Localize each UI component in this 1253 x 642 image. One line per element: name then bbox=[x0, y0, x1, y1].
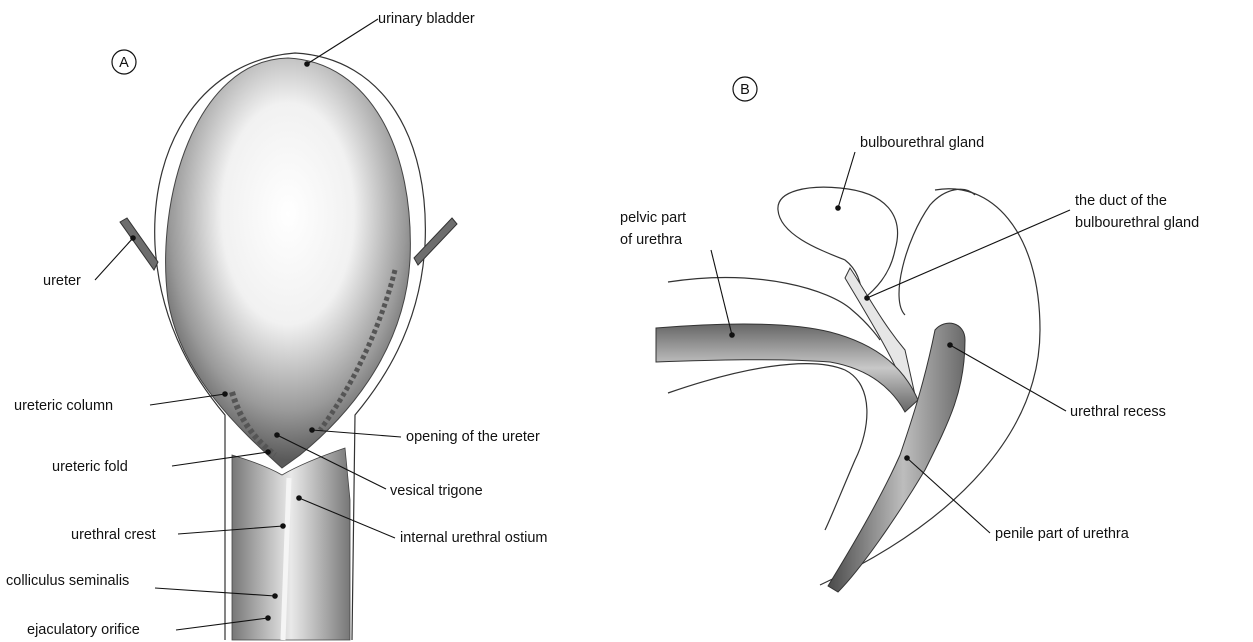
bulbourethral-gland bbox=[778, 187, 898, 300]
bladder-interior bbox=[166, 58, 411, 468]
leader-opening-of-ureter bbox=[312, 430, 401, 437]
label-opening-of-ureter: opening of the ureter bbox=[406, 429, 540, 445]
dot-opening-of-ureter bbox=[309, 427, 315, 433]
label-penile-part: penile part of urethra bbox=[995, 526, 1130, 542]
left-ureter bbox=[120, 218, 158, 270]
leader-pelvic bbox=[711, 250, 732, 335]
leader-penile-part bbox=[907, 458, 990, 533]
label-vesical-trigone: vesical trigone bbox=[390, 483, 483, 499]
dot-ejaculatory-orifice bbox=[265, 615, 271, 621]
leader-urethral-recess bbox=[950, 345, 1066, 411]
label-pelvic-line2: of urethra bbox=[620, 232, 683, 248]
dot-pelvic bbox=[729, 332, 735, 338]
dot-colliculus-seminalis bbox=[272, 593, 278, 599]
label-ureteric-column: ureteric column bbox=[14, 398, 113, 414]
label-ureteric-fold: ureteric fold bbox=[52, 459, 128, 475]
second-gland-lobe bbox=[899, 189, 975, 315]
dot-penile-part bbox=[904, 455, 910, 461]
dot-urinary-bladder bbox=[304, 61, 310, 67]
label-duct-line1: the duct of the bbox=[1075, 193, 1167, 209]
leader-duct bbox=[867, 210, 1070, 298]
dot-internal-urethral-ostium bbox=[296, 495, 302, 501]
dot-ureteric-fold bbox=[265, 449, 271, 455]
dot-bulbourethral-gland bbox=[835, 205, 841, 211]
leader-bulbourethral-gland bbox=[838, 152, 855, 208]
dot-urethral-recess bbox=[947, 342, 953, 348]
label-urethral-recess: urethral recess bbox=[1070, 404, 1166, 420]
panel-b: B bulbourethral gland the duct of the bu… bbox=[620, 77, 1199, 592]
panel-a-marker-text: A bbox=[119, 55, 129, 71]
label-pelvic-line1: pelvic part bbox=[620, 210, 686, 226]
panel-a: A urinary bladder ureter ureteric column… bbox=[6, 11, 548, 640]
dot-ureteric-column bbox=[222, 391, 228, 397]
bladder-neck bbox=[232, 448, 350, 640]
leader-urinary-bladder bbox=[307, 19, 378, 64]
label-urethral-crest: urethral crest bbox=[71, 527, 156, 543]
label-internal-urethral-ostium: internal urethral ostium bbox=[400, 530, 548, 546]
dot-urethral-crest bbox=[280, 523, 286, 529]
label-colliculus-seminalis: colliculus seminalis bbox=[6, 573, 129, 589]
panel-b-marker: B bbox=[733, 77, 757, 101]
label-ureter: ureter bbox=[43, 273, 81, 289]
leader-ureteric-column bbox=[150, 394, 225, 405]
label-urinary-bladder: urinary bladder bbox=[378, 11, 475, 27]
label-ejaculatory-orifice: ejaculatory orifice bbox=[27, 622, 140, 638]
panel-b-marker-text: B bbox=[740, 82, 750, 98]
label-duct-line2: bulbourethral gland bbox=[1075, 215, 1199, 231]
right-ureter bbox=[414, 218, 457, 265]
dot-ureter bbox=[130, 235, 136, 241]
label-bulbourethral-gland: bulbourethral gland bbox=[860, 135, 984, 151]
panel-a-marker: A bbox=[112, 50, 136, 74]
leader-ureter bbox=[95, 238, 133, 280]
inner-contour bbox=[668, 364, 867, 530]
dot-vesical-trigone bbox=[274, 432, 280, 438]
dot-duct bbox=[864, 295, 870, 301]
